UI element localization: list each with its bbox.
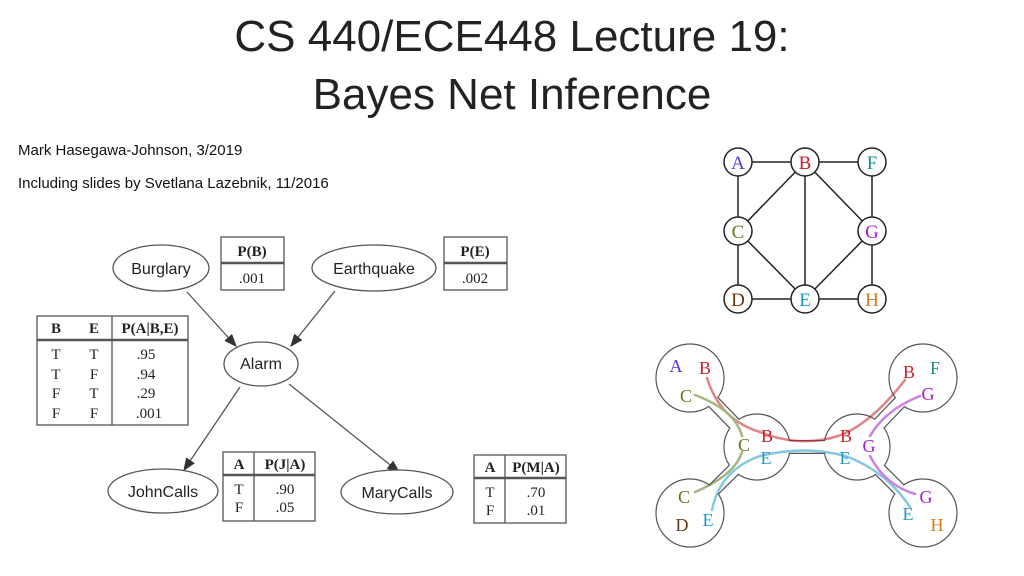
bayes-net: [36, 236, 567, 524]
pa-cell: .94: [137, 367, 156, 383]
pa-cell: T: [89, 347, 98, 363]
pj-cell: .05: [276, 500, 295, 516]
tree-cl-e: E: [761, 448, 772, 468]
graph-node-g: G: [865, 222, 879, 243]
pe-value: .002: [462, 271, 488, 287]
slide-title-line1: CS 440/ECE448 Lecture 19:: [234, 12, 790, 61]
node-johncalls: [107, 468, 219, 514]
pa-header-b: B: [51, 321, 61, 337]
author-line: Mark Hasegawa-Johnson, 3/2019: [18, 142, 243, 159]
tree-bl-d: D: [676, 515, 689, 535]
tree-bl-c: C: [678, 487, 690, 507]
pm-cell: F: [486, 503, 494, 519]
pa-cell: F: [90, 406, 98, 422]
junction-tree: A B C B C E B E G B F G C D E G E H: [655, 343, 958, 548]
tree-tl-b: B: [699, 358, 711, 378]
tree-cr-g: G: [863, 436, 876, 456]
tree-tr-b: B: [903, 362, 915, 382]
label-earthquake: Earthquake: [333, 261, 415, 278]
graph-node-e: E: [799, 290, 811, 311]
pm-header-a: A: [485, 460, 496, 476]
tree-br-g: G: [920, 487, 933, 507]
pm-cell: .01: [527, 503, 546, 519]
graph-node-h: H: [865, 290, 879, 311]
pa-cell: .29: [137, 386, 156, 402]
graph-node-f: F: [867, 153, 878, 174]
pa-cell: T: [89, 386, 98, 402]
pa-cell: F: [52, 386, 60, 402]
pm-header-p: P(M|A): [512, 460, 559, 476]
tree-br-e: E: [903, 504, 914, 524]
label-johncalls: JohnCalls: [128, 484, 198, 501]
node-alarm: [223, 341, 299, 387]
tree-tl-a: A: [670, 356, 683, 376]
label-marycalls: MaryCalls: [361, 485, 432, 502]
tree-tr-g: G: [922, 384, 935, 404]
pa-cell: .95: [137, 347, 156, 363]
tree-br-h: H: [931, 515, 944, 535]
tree-cr-e: E: [840, 448, 851, 468]
pa-cell: F: [90, 367, 98, 383]
graph-node-a: A: [731, 153, 745, 174]
label-alarm: Alarm: [240, 356, 282, 373]
tree-cl-c: C: [738, 435, 750, 455]
pa-cell: .001: [136, 406, 162, 422]
graph-node-c: C: [732, 222, 745, 243]
node-earthquake: [311, 244, 437, 292]
edge-alarm-mary: [288, 383, 401, 473]
edge-earthquake-alarm: [290, 290, 336, 348]
credit-line: Including slides by Svetlana Lazebnik, 1…: [18, 175, 329, 192]
pa-cell: F: [52, 406, 60, 422]
graph-node-b: B: [799, 153, 812, 174]
node-marycalls: [340, 469, 454, 515]
pm-cell: .70: [527, 485, 546, 501]
pj-cell: F: [235, 500, 243, 516]
edge-alarm-john: [183, 386, 241, 472]
pm-cell: T: [485, 485, 494, 501]
tree-tl-c: C: [680, 386, 692, 406]
pe-header: P(E): [460, 244, 489, 260]
pa-cell: T: [51, 347, 60, 363]
undirected-graph: [723, 147, 887, 314]
pb-header: P(B): [237, 244, 266, 260]
pa-header-p: P(A|B,E): [121, 321, 178, 337]
slide-title-line2: Bayes Net Inference: [312, 70, 712, 119]
pb-value: .001: [239, 271, 265, 287]
pa-cell: T: [51, 367, 60, 383]
graph-node-d: D: [731, 290, 745, 311]
label-burglary: Burglary: [131, 261, 191, 278]
pa-header-e: E: [89, 321, 99, 337]
node-burglary: [112, 244, 210, 292]
tree-bl-e: E: [703, 510, 714, 530]
pj-cell: .90: [276, 482, 295, 498]
pj-cell: T: [234, 482, 243, 498]
pj-header-a: A: [234, 457, 245, 473]
tree-cr-b: B: [840, 426, 852, 446]
tree-tr-f: F: [930, 358, 940, 378]
tree-cl-b: B: [761, 426, 773, 446]
pj-header-p: P(J|A): [265, 457, 306, 473]
edge-burglary-alarm: [186, 291, 237, 347]
